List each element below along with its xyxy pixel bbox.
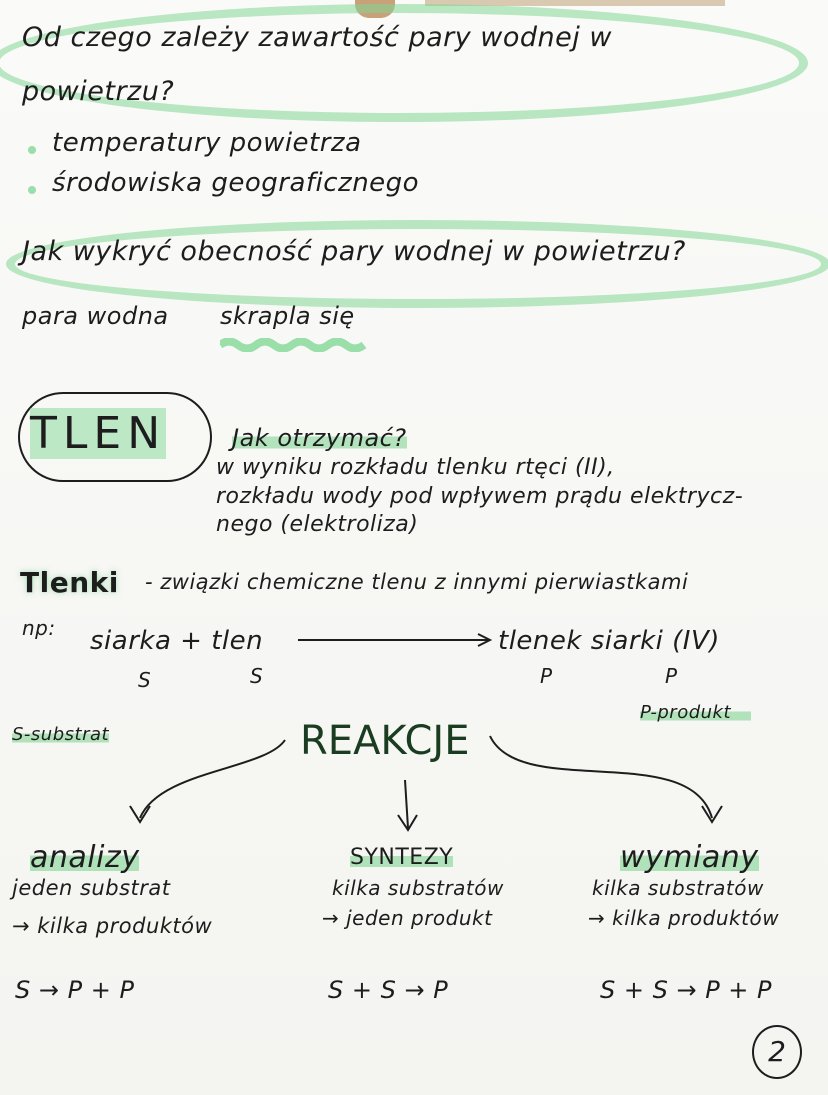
tlen-line: rozkładu wody pod wpływem prądu elektryc… (216, 484, 744, 509)
reaction-type-exchange: wymiany (620, 840, 759, 875)
reakcje-title: REAKCJE (300, 718, 470, 764)
example-product: tlenek siarki (IV) (498, 626, 720, 656)
question-1-line-2: powietrzu? (22, 76, 175, 107)
exchange-formula: S + S → P + P (600, 976, 773, 1004)
bullet-icon (28, 186, 36, 194)
bullet-icon (28, 146, 36, 154)
exchange-line-2: → kilka produktów (588, 906, 780, 930)
reaction-type-analysis: analizy (30, 840, 140, 875)
tape-strip (425, 0, 725, 6)
question-1-line-1: Od czego zależy zawartość pary wodnej w (22, 22, 612, 53)
tlen-title: TLEN (30, 408, 167, 459)
label-p: P (540, 664, 553, 688)
example-prefix: np: (22, 616, 56, 640)
label-p: P (665, 664, 678, 688)
tlen-line: nego (elektroliza) (216, 512, 419, 537)
analysis-line-2: → kilka produktów (12, 914, 213, 938)
tlenki-term: Tlenki (20, 566, 119, 599)
answer-item: środowiska geograficznego (52, 168, 420, 198)
legend-substrate: S-substrat (12, 724, 110, 745)
answer-item: temperatury powietrza (52, 128, 362, 158)
label-s: S (138, 668, 152, 692)
question-oval-highlight (0, 4, 808, 122)
question-2: Jak wykryć obecność pary wodnej w powiet… (22, 236, 686, 267)
reaction-type-synthesis: SYNTEZY (350, 845, 454, 870)
exchange-line-1: kilka substratów (592, 876, 764, 900)
tlen-subheading: Jak otrzymać? (232, 424, 407, 452)
wavy-underline (220, 338, 367, 352)
tlen-line: w wyniku rozkładu tlenku rtęci (II), (216, 455, 615, 480)
analysis-formula: S → P + P (15, 976, 135, 1004)
page-number: 2 (752, 1025, 802, 1079)
analysis-line-1: jeden substrat (12, 876, 171, 900)
question-oval-highlight (6, 220, 828, 308)
answer-highlight: skrapla się (220, 302, 355, 330)
synthesis-line-1: kilka substratów (332, 876, 504, 900)
label-s: S (250, 664, 264, 688)
synthesis-formula: S + S → P (328, 976, 449, 1004)
cloud-shape (18, 392, 212, 482)
answer-prefix: para wodna (22, 302, 169, 330)
legend-product: P-produkt (640, 702, 752, 723)
synthesis-line-2: → jeden produkt (322, 906, 493, 930)
example-reactants: siarka + tlen (90, 626, 264, 656)
tlenki-definition: - związki chemiczne tlenu z innymi pierw… (145, 570, 689, 594)
